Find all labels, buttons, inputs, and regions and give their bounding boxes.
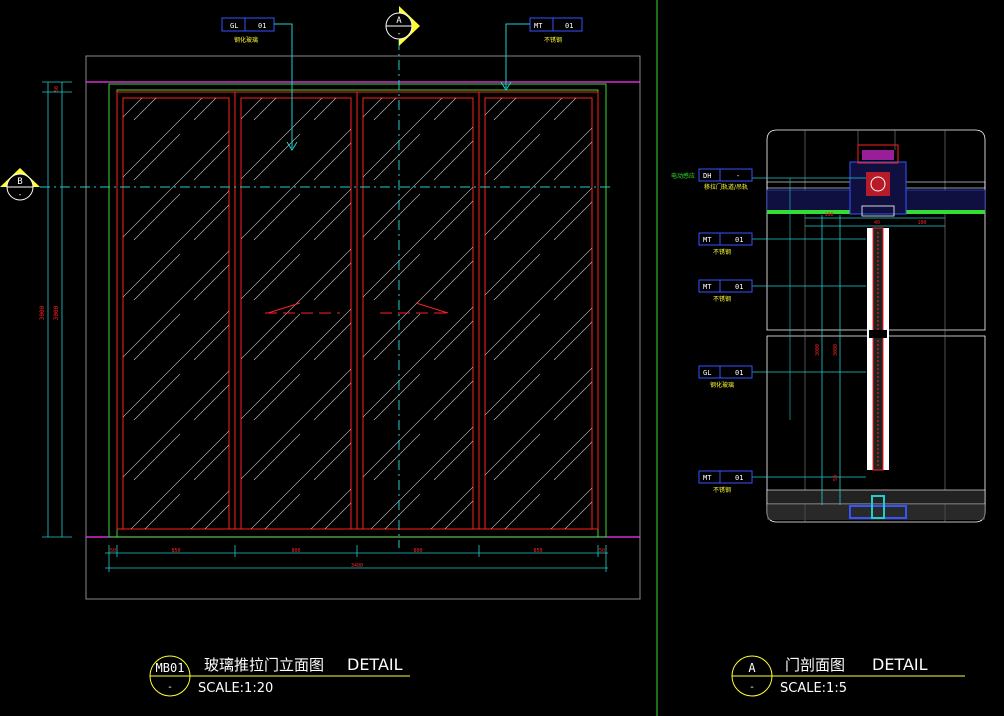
dim-bottom: 850 (171, 548, 180, 554)
section-marker-b: B - (0, 168, 40, 201)
material-tag-mt01: MT 01 不锈钢 (500, 17, 583, 91)
section-tag-gl01: GL 01 钢化玻璃 (698, 365, 753, 389)
tag-num: 01 (735, 369, 743, 377)
dim-bottom: 850 (533, 548, 542, 554)
section-tag-mt01-c: MT 01 不锈钢 (698, 470, 753, 494)
tag-num: 01 (565, 22, 573, 30)
tag-desc: 钢化玻璃 (710, 381, 734, 389)
dim-left-2: 3000 (53, 305, 60, 320)
tag-code: GL (703, 369, 711, 377)
tag-num: 01 (258, 22, 266, 30)
title-code: MB01 (156, 661, 185, 675)
tag-code: DH (703, 172, 711, 180)
dim-bottom: 50 (110, 548, 116, 554)
tag-num: 01 (735, 474, 743, 482)
elevation-frame (85, 55, 641, 600)
section-dim-vert: 3000 (833, 344, 839, 356)
section-view (752, 129, 986, 523)
dim-left-1: 3000 (39, 305, 46, 320)
marker-a-letter: A (396, 16, 402, 26)
dim-bottom: 800 (291, 548, 300, 554)
tag-code: MT (703, 283, 712, 291)
dim-total: 3400 (351, 563, 363, 569)
tag-num: 01 (735, 283, 743, 291)
tag-num: 01 (735, 236, 743, 244)
marker-b-letter: B (17, 177, 22, 187)
tag-desc: 不锈钢 (544, 36, 562, 44)
tag-code: MT (534, 22, 543, 30)
dim-bottom: 50 (599, 548, 605, 554)
section-dim-top: 100 (824, 212, 833, 218)
title-sub: - (749, 682, 755, 693)
section-tag-dh: 电动感应 DH - 移拉门轨道/吊轨 (671, 168, 753, 191)
title-name: 门剖面图 (785, 656, 845, 674)
dim-left-3: 50 (54, 86, 60, 92)
title-scale: SCALE:1:5 (780, 681, 847, 696)
title-detail: DETAIL (872, 655, 928, 674)
marker-a-sub: - (397, 29, 402, 38)
tag-desc: 不锈钢 (713, 248, 731, 256)
slide-direction-arrows (265, 302, 450, 314)
tag-num: - (736, 172, 740, 180)
title-sub: - (167, 682, 173, 693)
tag-desc: 移拉门轨道/吊轨 (704, 183, 748, 191)
section-marker-a: A - (385, 6, 420, 46)
section-tag-mt01-a: MT 01 不锈钢 (698, 232, 753, 256)
title-scale: SCALE:1:20 (198, 681, 273, 696)
tag-code: MT (703, 474, 712, 482)
section-dim-top: 40 (874, 220, 880, 226)
tag-desc: 不锈钢 (713, 486, 731, 494)
left-dimensions (42, 81, 72, 538)
title-detail: DETAIL (347, 655, 403, 674)
section-dim-vert: 50 (833, 475, 839, 481)
marker-b-sub: - (18, 190, 23, 199)
dim-bottom: 800 (413, 548, 422, 554)
material-tag-gl01: GL 01 钢化玻璃 (221, 17, 298, 151)
title-name: 玻璃推拉门立面图 (204, 656, 324, 674)
section-dim-vert: 3000 (815, 344, 821, 356)
section-tag-mt01-b: MT 01 不锈钢 (698, 279, 753, 303)
tag-code: MT (703, 236, 712, 244)
section-title-block: A - 门剖面图 DETAIL SCALE:1:5 (731, 655, 965, 697)
title-code: A (748, 661, 756, 675)
section-dim-top: 100 (917, 220, 926, 226)
tag-prefix: 电动感应 (671, 172, 695, 180)
tag-desc: 不锈钢 (713, 295, 731, 303)
elevation-title-block: MB01 - 玻璃推拉门立面图 DETAIL SCALE:1:20 (149, 655, 410, 697)
tag-code: GL (230, 22, 238, 30)
glass-hatch (123, 98, 592, 529)
bottom-dimensions (105, 545, 608, 572)
tag-desc: 钢化玻璃 (234, 36, 258, 44)
